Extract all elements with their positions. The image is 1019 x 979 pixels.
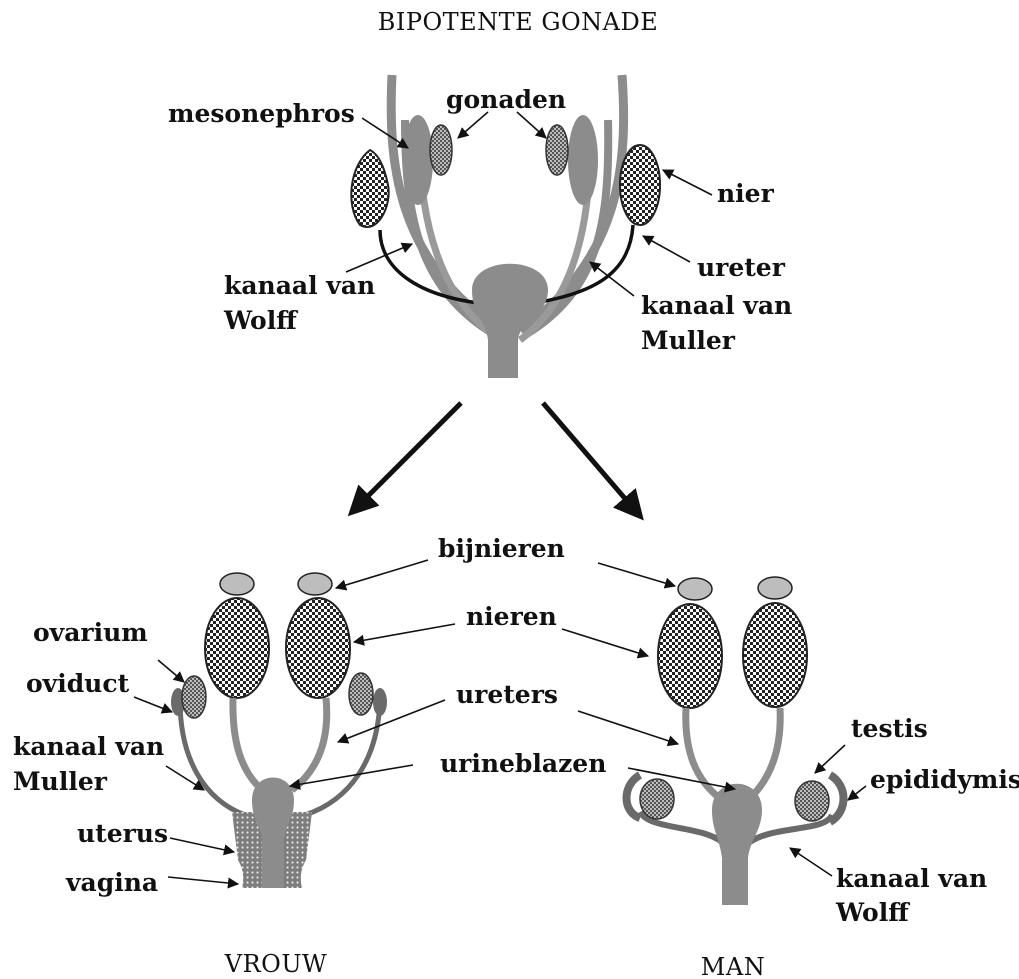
label-muller-top-2: Muller [641, 326, 736, 355]
gonad-left [430, 125, 452, 175]
kidney-left [351, 150, 388, 227]
kidney-right [620, 145, 660, 225]
male-adrenal-right [758, 577, 792, 599]
male-bladder [712, 784, 762, 905]
female-ureter-left [233, 698, 262, 790]
female-kidney-right [286, 598, 350, 698]
label-ovarium: ovarium [33, 618, 148, 647]
label-oviduct: oviduct [26, 669, 130, 698]
label-epididymis: epididymis [870, 765, 1019, 794]
male-epididymis-left [627, 775, 641, 818]
label-bijnieren: bijnieren [438, 534, 565, 563]
male-epididymis-right [830, 775, 844, 822]
label-wolff-top-2: Wolff [223, 306, 298, 335]
caption-female: VROUW [224, 950, 327, 978]
label-wolff-top-1: kanaal van [224, 271, 375, 300]
female-kidney-left [205, 598, 269, 698]
label-vagina: vagina [65, 868, 158, 897]
male-ureter-left [686, 708, 722, 800]
female-ureter-right [292, 698, 327, 790]
male-kidney-right [743, 603, 807, 707]
female-ovary-left [182, 676, 206, 718]
mesonephros-left [403, 115, 433, 205]
female-ovary-right [349, 673, 373, 715]
label-gonaden: gonaden [446, 85, 566, 114]
label-nier: nier [717, 179, 775, 208]
label-muller-female-1: kanaal van [13, 732, 164, 761]
label-testis: testis [851, 714, 928, 743]
label-uterus: uterus [77, 819, 168, 848]
label-muller-top-1: kanaal van [641, 291, 792, 320]
mesonephros-right [568, 115, 598, 205]
label-nieren: nieren [466, 602, 557, 631]
label-wolff-male-1: kanaal van [836, 864, 987, 893]
male-testis-right [795, 781, 829, 821]
male-adrenal-left [678, 578, 712, 600]
label-urineblazen: urineblazen [440, 749, 606, 778]
female-adrenal-right [298, 573, 332, 595]
arrow-to-male [543, 403, 640, 516]
male-kidney-left [658, 604, 722, 708]
arrow-to-female [352, 403, 461, 512]
female-system [171, 573, 387, 888]
label-ureters: ureters [456, 680, 558, 709]
label-wolff-male-2: Wolff [835, 898, 910, 927]
label-muller-female-2: Muller [13, 767, 108, 796]
bipotential-system [351, 75, 660, 378]
female-adrenal-left [220, 573, 254, 595]
male-system [627, 577, 844, 905]
label-ureter: ureter [697, 253, 786, 282]
female-fimbria-right [373, 688, 387, 716]
gonad-right [546, 125, 568, 175]
divergence-arrows [352, 403, 640, 516]
male-ureter-right [748, 708, 780, 800]
diagram-title: BIPOTENTE GONADE [378, 8, 659, 36]
label-mesonephros: mesonephros [168, 99, 355, 128]
male-testis-left [640, 779, 674, 819]
caption-male: MAN [701, 953, 765, 979]
